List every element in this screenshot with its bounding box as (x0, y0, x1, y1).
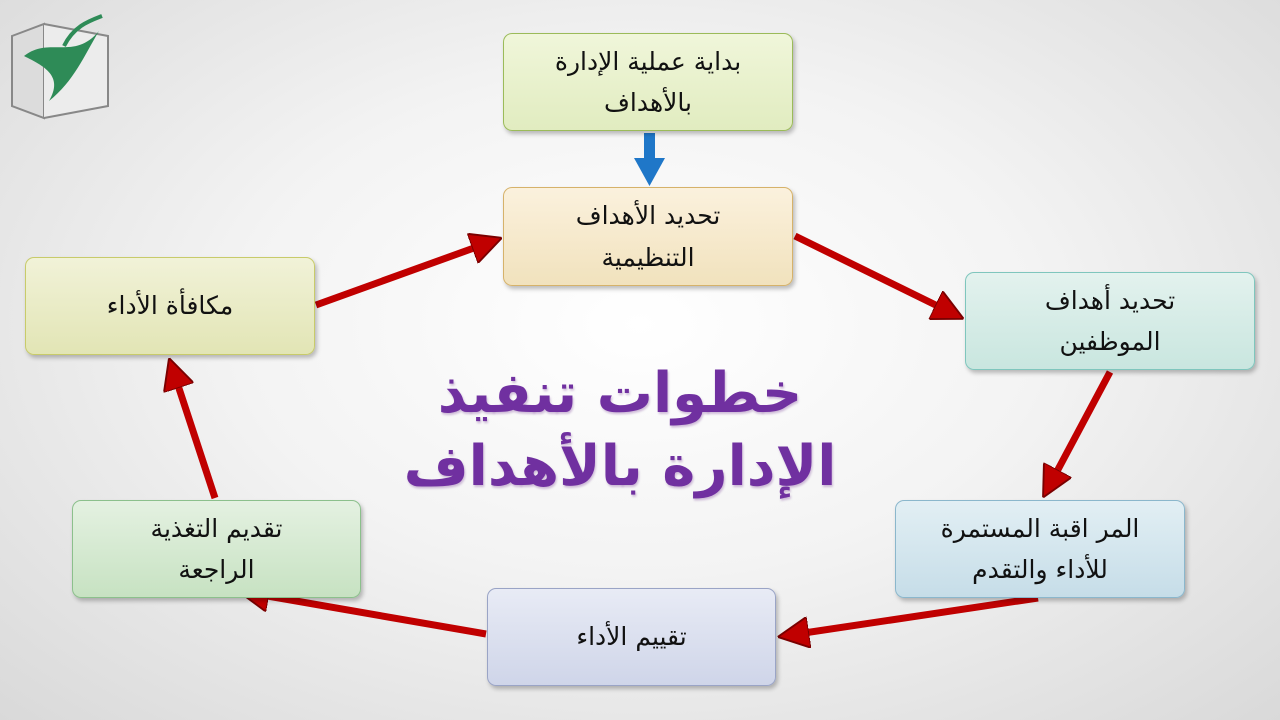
arrow-org-to-employee (793, 232, 958, 316)
node-org-goals: تحديد الأهداف التنظيمية (503, 187, 793, 286)
arrow-feedback-to-reward (171, 364, 219, 500)
start-down-arrow (634, 133, 665, 186)
arrow-evaluation-to-feedback (244, 592, 487, 638)
node-feedback: تقديم التغذية الراجعة (72, 500, 361, 598)
diagram-title: خطوات تنفيذ الإدارة بالأهداف (403, 361, 837, 499)
node-employee-goals: تحديد أهداف الموظفين (965, 272, 1255, 370)
node-start: بداية عملية الإدارة بالأهداف (503, 33, 793, 131)
node-evaluation: تقييم الأداء (487, 588, 776, 686)
arrow-reward-to-org (314, 240, 496, 309)
arrow-employee-to-monitoring (1046, 370, 1114, 492)
node-reward: مكافأة الأداء (25, 257, 315, 355)
arrow-monitoring-to-evaluation (784, 594, 1039, 636)
dove-logo-icon (11, 14, 109, 120)
node-monitoring: المر اقبة المستمرة للأداء والتقدم (895, 500, 1185, 598)
